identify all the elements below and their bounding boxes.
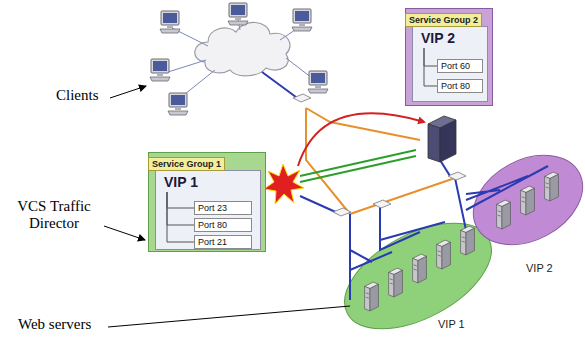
port-label: Port 23 (195, 202, 251, 215)
group-label: VIP 2 (526, 262, 570, 274)
tree-connector (167, 192, 194, 242)
service-group-panel: Service Group 2 VIP 2 Port 60 Port 80 (405, 8, 493, 106)
tree-connector (424, 48, 437, 66)
port-label: Port 80 (438, 80, 482, 93)
group-heading: Service Group 1 (148, 157, 225, 171)
callout-label: Clients (56, 87, 116, 104)
vip-box: VIP 2 Port 60 Port 80 (412, 26, 488, 102)
group-label: VIP 1 (438, 318, 482, 330)
port-label: Port 21 (195, 236, 251, 249)
group-heading: Service Group 2 (405, 13, 482, 27)
vip-title: VIP 1 (164, 174, 198, 190)
port-label: Port 80 (195, 219, 251, 232)
tree-connector (167, 192, 194, 208)
vip-title: VIP 2 (421, 30, 455, 46)
tree-connector (424, 48, 437, 86)
port-box: Port 60 (437, 59, 483, 73)
tree-connector (167, 192, 194, 225)
port-box: Port 21 (194, 235, 252, 249)
port-box: Port 80 (437, 79, 483, 93)
service-group-panel: Service Group 1 VIP 1 Port 23 Port 80 Port 2… (148, 152, 266, 252)
port-box: Port 23 (194, 201, 252, 215)
callout-label: VCS Traffic Director (2, 198, 106, 232)
port-box: Port 80 (194, 218, 252, 232)
callout-label: Web servers (18, 316, 108, 333)
port-label: Port 60 (438, 60, 482, 73)
vip-box: VIP 1 Port 23 Port 80 Port 21 (155, 170, 261, 250)
